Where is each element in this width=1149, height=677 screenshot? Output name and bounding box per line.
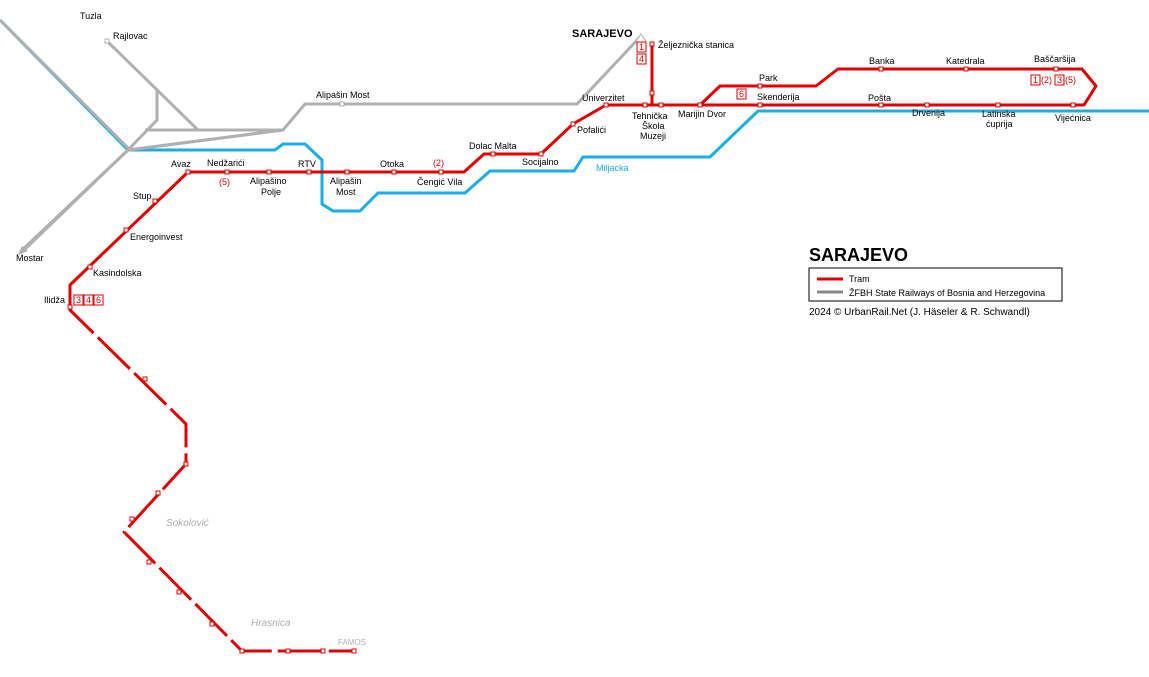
label-energoinvest: Energoinvest bbox=[130, 232, 183, 242]
label-bascarsija: Baščaršija bbox=[1034, 54, 1076, 64]
label-katedrala: Katedrala bbox=[946, 56, 985, 66]
mostar-arrow-icon bbox=[18, 246, 28, 255]
label-alipasin-most-rail: Alipašin Most bbox=[316, 90, 370, 100]
label-miljacka: Miljacka bbox=[596, 163, 629, 173]
label-vijecnica: Vijećnica bbox=[1055, 113, 1091, 123]
route-marker-cengic-vila: (2) bbox=[433, 158, 444, 168]
river-miljacka bbox=[0, 18, 1149, 213]
label-ilidza: Ilidža bbox=[44, 295, 65, 305]
label-zeljeznicka-stanica: Željeznička stanica bbox=[658, 40, 734, 50]
label-park: Park bbox=[759, 73, 778, 83]
label-alipasin-most-tram-1: Alipašin bbox=[330, 176, 362, 186]
label-stup: Stup bbox=[133, 191, 152, 201]
route-marker-ilidza: 3 4 6 bbox=[73, 294, 104, 306]
label-alipasino-polje-1: Alipašino bbox=[250, 176, 287, 186]
route-3: 3 bbox=[76, 295, 81, 305]
label-avaz: Avaz bbox=[171, 159, 191, 169]
label-drvenija: Drvenija bbox=[912, 108, 945, 118]
label-sokolovic: Sokolović bbox=[166, 518, 209, 529]
rajlovac-station-icon bbox=[104, 38, 110, 44]
route-marker-zeljeznicka: 1 4 bbox=[636, 41, 647, 65]
label-tehnicka-2: Škola bbox=[642, 121, 665, 131]
route-marker-skenderija: 6 bbox=[736, 88, 747, 100]
railway-main-1 bbox=[127, 128, 284, 152]
map-title: SARAJEVO bbox=[809, 245, 908, 265]
label-tehnicka-1: Tehnička bbox=[632, 111, 668, 121]
label-dolac-malta: Dolac Malta bbox=[469, 141, 517, 151]
legend-box bbox=[808, 267, 1063, 302]
label-banka: Banka bbox=[869, 56, 895, 66]
label-hrasnica: Hrasnica bbox=[251, 618, 291, 629]
route-1: 1 bbox=[639, 42, 644, 52]
route-2: (2) bbox=[1041, 75, 1052, 85]
route-marker-nedzarici: (5) bbox=[219, 177, 230, 187]
label-skenderija: Skenderija bbox=[757, 92, 800, 102]
label-kasindolska: Kasindolska bbox=[93, 268, 142, 278]
copyright-text: 2024 © UrbanRail.Net (J. Häseler & R. Sc… bbox=[809, 307, 1030, 318]
legend-rail-label: ŽFBH State Railways of Bosnia and Herzeg… bbox=[849, 288, 1045, 298]
label-cengic-vila: Čengić Vila bbox=[417, 177, 462, 187]
label-nedzarici: Nedžarići bbox=[207, 158, 245, 168]
label-otoka: Otoka bbox=[380, 159, 404, 169]
label-posta: Pošta bbox=[868, 93, 891, 103]
railway-lines bbox=[0, 18, 642, 254]
label-latinska-cuprija-2: ćuprija bbox=[986, 119, 1013, 129]
route-5: (5) bbox=[1065, 75, 1076, 85]
label-univerzitet: Univerzitet bbox=[582, 93, 625, 103]
route-4: 4 bbox=[639, 54, 644, 64]
route-6: 6 bbox=[96, 295, 101, 305]
tram-station-markers bbox=[67, 41, 1076, 654]
label-famos: FAMOS bbox=[338, 638, 366, 647]
route-6: 6 bbox=[739, 89, 744, 99]
label-pofalici: Pofalići bbox=[577, 125, 606, 135]
label-mostar: Mostar bbox=[16, 253, 44, 263]
label-rtv: RTV bbox=[298, 159, 316, 169]
label-tehnicka-3: Muzeji bbox=[640, 131, 666, 141]
route-3: 3 bbox=[1057, 75, 1062, 85]
label-alipasin-most-tram-2: Most bbox=[336, 187, 356, 197]
alipasin-most-rail-station-icon bbox=[339, 101, 345, 107]
label-tuzla: Tuzla bbox=[80, 11, 102, 21]
route-marker-bascarsija: 1 (2) 3 (5) bbox=[1030, 74, 1076, 86]
route-1: 1 bbox=[1033, 75, 1038, 85]
label-rajlovac: Rajlovac bbox=[113, 31, 148, 41]
legend-tram-label: Tram bbox=[849, 274, 870, 284]
label-marijin-dvor: Marijin Dvor bbox=[678, 109, 726, 119]
label-sarajevo-city: SARAJEVO bbox=[572, 28, 633, 40]
label-latinska-cuprija-1: Latinska bbox=[982, 109, 1016, 119]
label-alipasino-polje-2: Polje bbox=[261, 187, 281, 197]
label-socijalno: Socijalno bbox=[522, 157, 559, 167]
railway-mostar bbox=[20, 146, 132, 254]
route-4: 4 bbox=[86, 295, 91, 305]
